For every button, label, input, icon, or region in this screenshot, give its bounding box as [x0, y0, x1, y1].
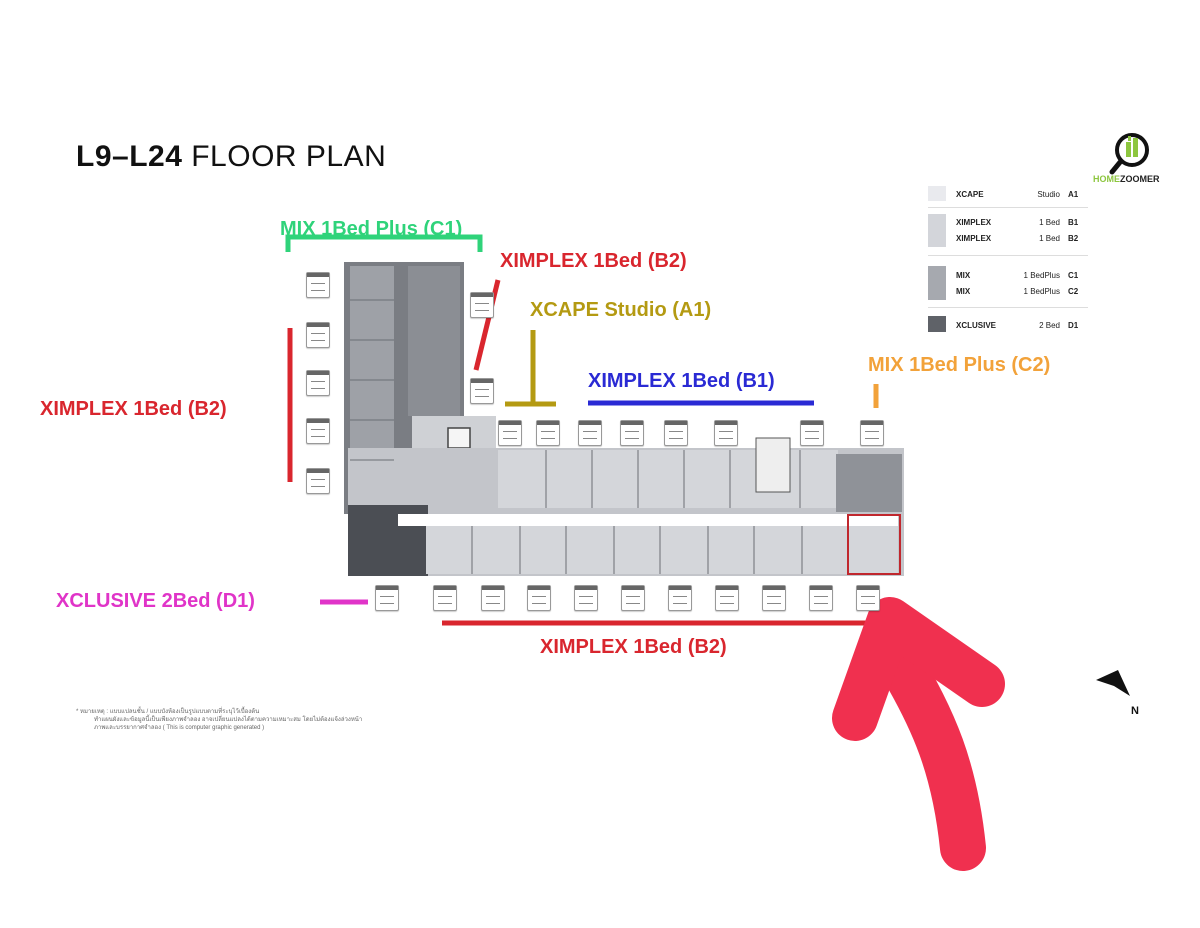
logo-text-home: HOME	[1093, 174, 1120, 184]
legend-code: B2	[1068, 234, 1079, 243]
legend-swatch	[928, 186, 946, 201]
unit-c2-block	[836, 454, 902, 512]
unit-tag	[527, 585, 551, 611]
legend-row-b1: XIMPLEX 1 Bed B1	[928, 218, 1088, 232]
title-floors: L9–L24	[76, 140, 183, 173]
unit-tag	[860, 420, 884, 446]
label-ximplex-b2-bottom: XIMPLEX 1Bed (B2)	[540, 636, 727, 658]
footnote: * หมายเหตุ : แบบแปลนชั้น / แบบบังห้องเป็…	[76, 708, 476, 732]
unit-tag	[856, 585, 880, 611]
label-xcape-a1: XCAPE Studio (A1)	[530, 299, 712, 321]
unit-tag	[470, 292, 494, 318]
legend-row-a1: XCAPE Studio A1	[928, 186, 1088, 201]
unit-tag	[715, 585, 739, 611]
title-text: FLOOR PLAN	[191, 140, 387, 173]
arrow-head	[832, 597, 1005, 741]
legend-swatch	[928, 266, 946, 300]
legend-row-c1: MIX 1 BedPlus C1	[928, 271, 1088, 285]
unit-tag	[762, 585, 786, 611]
unit-partitions	[350, 299, 849, 574]
legend-name: MIX	[956, 287, 971, 296]
highlighted-unit-box	[847, 514, 901, 575]
unit-tag	[574, 585, 598, 611]
legend-row-d1: XCLUSIVE 2 Bed D1	[928, 316, 1088, 332]
label-mix-c1: MIX 1Bed Plus (C1)	[280, 218, 463, 240]
label-mix-c2: MIX 1Bed Plus (C2)	[868, 354, 1051, 376]
unit-tag	[498, 420, 522, 446]
label-ximplex-b1: XIMPLEX 1Bed (B1)	[588, 370, 775, 392]
legend-type: 1 Bed	[1039, 234, 1060, 243]
unit-tag	[578, 420, 602, 446]
legend-row-c2: MIX 1 BedPlus C2	[928, 287, 1088, 301]
legend-code: C1	[1068, 271, 1079, 280]
legend-name: XCAPE	[956, 190, 984, 199]
legend-name: XIMPLEX	[956, 234, 992, 243]
label-xclusive-d1: XCLUSIVE 2Bed (D1)	[56, 590, 255, 612]
legend-name: XIMPLEX	[956, 218, 992, 227]
label-ximplex-b2-top: XIMPLEX 1Bed (B2)	[500, 250, 687, 272]
unit-tag	[809, 585, 833, 611]
bracket-c1	[285, 234, 483, 252]
unit-tag	[481, 585, 505, 611]
legend-code: A1	[1068, 190, 1079, 199]
unit-tag	[668, 585, 692, 611]
unit-tag	[306, 418, 330, 444]
unit-tag	[714, 420, 738, 446]
unit-tag	[306, 370, 330, 396]
unit-tag	[306, 322, 330, 348]
legend-name: MIX	[956, 271, 971, 280]
legend-divider	[928, 207, 1088, 208]
label-ximplex-b2-left: XIMPLEX 1Bed (B2)	[40, 398, 227, 420]
unit-tag	[470, 378, 494, 404]
unit-tag	[664, 420, 688, 446]
legend-swatch	[928, 316, 946, 332]
unit-tag	[375, 585, 399, 611]
legend-type: Studio	[1037, 190, 1060, 199]
legend-type: 1 BedPlus	[1023, 287, 1060, 296]
arrow-shaft	[872, 632, 986, 871]
legend-type: 1 Bed	[1039, 218, 1060, 227]
home-zoomer-logo-icon	[1109, 133, 1149, 175]
legend-divider	[928, 255, 1088, 256]
page-title: L9–L24 FLOOR PLAN	[76, 140, 386, 174]
north-arrow-icon	[1096, 670, 1130, 696]
legend-swatch	[928, 214, 946, 247]
footnote-line: * หมายเหตุ : แบบแปลนชั้น / แบบบังห้องเป็…	[76, 709, 260, 715]
footnote-line: ทำแผนผังและข้อมูลนี้เป็นเพียงภาพจำลอง อา…	[94, 717, 363, 723]
pointer-b2-top	[473, 279, 501, 371]
unit-tag	[536, 420, 560, 446]
unit-tag	[800, 420, 824, 446]
legend-type: 1 BedPlus	[1023, 271, 1060, 280]
legend-type: 2 Bed	[1039, 321, 1060, 330]
legend-code: C2	[1068, 287, 1079, 296]
pointer-a1	[505, 330, 556, 407]
legend-code: B1	[1068, 218, 1079, 227]
logo-wordmark: HOMEZOOMER	[1093, 174, 1160, 184]
unit-tag	[620, 420, 644, 446]
unit-tag	[621, 585, 645, 611]
footnote-line: ภาพและบรรยากาศจำลอง ( This is computer g…	[94, 725, 265, 731]
corridor	[398, 514, 898, 526]
unit-tag	[306, 468, 330, 494]
legend-row-b2: XIMPLEX 1 Bed B2	[928, 234, 1088, 248]
stair-core	[447, 427, 471, 449]
compass-label: N	[1131, 705, 1139, 717]
tower-core	[408, 266, 460, 416]
unit-row-south	[426, 526, 898, 574]
legend-divider	[928, 307, 1088, 308]
stair-east	[755, 437, 791, 493]
unit-tag	[306, 272, 330, 298]
logo-text-zoomer: ZOOMER	[1120, 174, 1160, 184]
legend-name: XCLUSIVE	[956, 321, 997, 330]
legend-code: D1	[1068, 321, 1079, 330]
unit-tag	[433, 585, 457, 611]
